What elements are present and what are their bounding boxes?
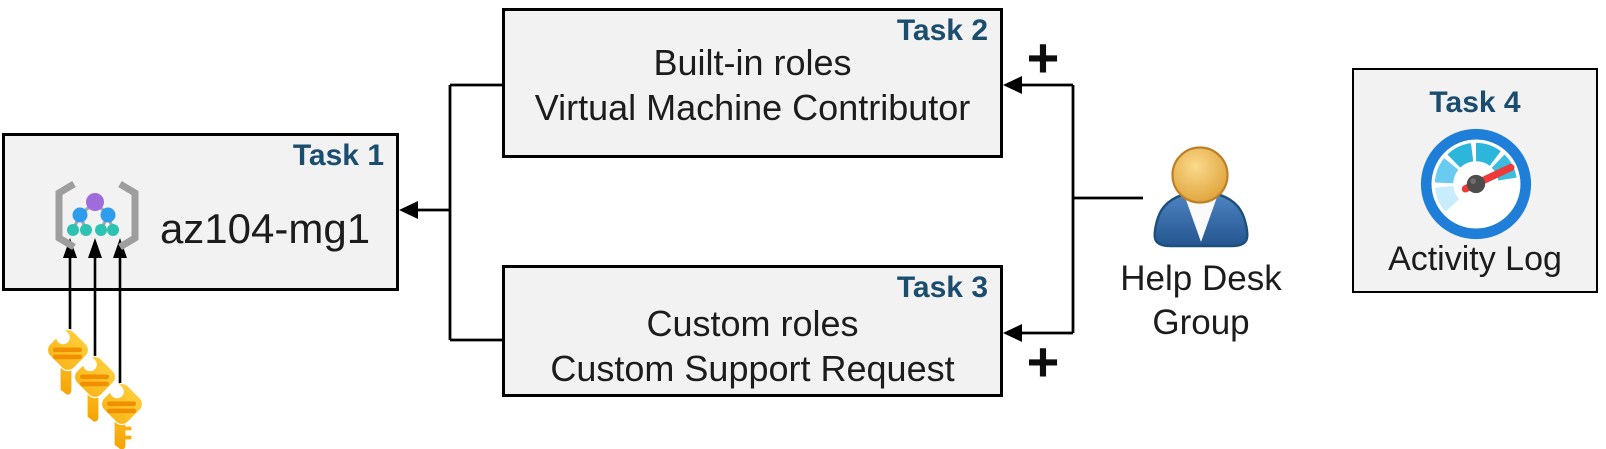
task3-label: Task 3 bbox=[896, 271, 988, 304]
task4-label: Task 4 bbox=[1429, 86, 1521, 119]
task3-text: Custom roles Custom Support Request bbox=[505, 301, 1000, 391]
task1-title: az104-mg1 bbox=[159, 205, 371, 252]
user-collar bbox=[1185, 197, 1217, 242]
user-body bbox=[1153, 190, 1249, 248]
task3-box: Task 3 Custom roles Custom Support Reque… bbox=[502, 265, 1003, 397]
activity-log-gauge-icon bbox=[1418, 126, 1534, 242]
task2-line1: Built-in roles bbox=[653, 42, 852, 83]
task2-label: Task 2 bbox=[896, 14, 988, 47]
user-head bbox=[1171, 146, 1229, 204]
task3-line2: Custom Support Request bbox=[550, 348, 955, 389]
help-desk-group-label: Help Desk Group bbox=[1103, 257, 1299, 345]
task4-title: Activity Log bbox=[1388, 240, 1562, 278]
gauge-hub bbox=[1466, 174, 1486, 194]
task3-line1: Custom roles bbox=[646, 303, 859, 344]
arrowhead-into-task3 bbox=[1003, 324, 1022, 342]
help-desk-group-line2: Group bbox=[1152, 303, 1250, 342]
arrowhead-into-task2 bbox=[1003, 76, 1022, 94]
key-icon bbox=[100, 382, 144, 449]
plus-sign-top: + bbox=[1026, 26, 1060, 89]
key-icon bbox=[73, 355, 117, 424]
keys-icon bbox=[46, 328, 144, 449]
gauge-icon bbox=[1420, 128, 1532, 240]
task4-box: Task 4 Activity Log bbox=[1352, 68, 1598, 293]
bracket-left-connector bbox=[416, 83, 502, 342]
task1-label: Task 1 bbox=[292, 139, 384, 172]
arrowhead-into-task1 bbox=[399, 201, 418, 219]
task1-box: Task 1 az104-mg1 bbox=[2, 133, 399, 291]
plus-sign-bottom: + bbox=[1026, 330, 1060, 393]
task2-box: Task 2 Built-in roles Virtual Machine Co… bbox=[502, 8, 1003, 158]
task2-line2: Virtual Machine Contributor bbox=[534, 87, 971, 128]
task2-text: Built-in roles Virtual Machine Contribut… bbox=[505, 40, 1000, 130]
key-icon bbox=[46, 328, 90, 397]
user-icon bbox=[1153, 146, 1249, 248]
help-desk-group-line1: Help Desk bbox=[1120, 259, 1282, 298]
